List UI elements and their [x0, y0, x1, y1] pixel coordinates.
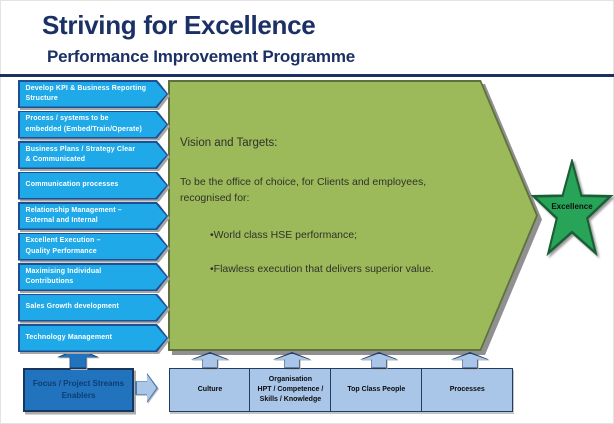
foundation-up-arrow-icon [191, 352, 229, 369]
arrow-right-icon: Excellent Execution – Quality Performanc… [18, 233, 168, 261]
work-stream-arrow: Sales Growth development [18, 294, 168, 322]
enabler-up-arrow-icon [57, 348, 99, 369]
foundation-label: Processes [449, 386, 485, 394]
page-title: Striving for Excellence [42, 10, 316, 40]
work-stream-arrow: Maximising Individual Contributions [18, 263, 168, 291]
foundation-box-processes: Processes [421, 368, 514, 412]
arrow-right-icon: Technology Management [18, 324, 168, 352]
vision-intro: To be the office of choice, for Clients … [180, 176, 427, 205]
excellence-star: Excellence [530, 159, 614, 265]
vision-text-block: Vision and Targets: To be the office of … [180, 137, 492, 275]
foundation-box-top-class-people: Top Class People [329, 368, 423, 412]
work-stream-label: Sales Growth development [25, 303, 119, 311]
work-stream-arrow: Technology Management [18, 324, 168, 352]
header-divider-line [0, 74, 614, 77]
foundation-box-culture: Culture [169, 368, 251, 412]
work-stream-label: Business Plans / Strategy Clear & Commun… [25, 145, 136, 163]
arrow-right-icon: Process / systems to be embedded (Embed/… [18, 111, 168, 139]
pentagon-shape: Vision and Targets: To be the office of … [168, 80, 538, 351]
work-stream-label: Maximising Individual Contributions [25, 267, 102, 285]
foundation-box-organisation: Organisation HPT / Competence / Skills /… [249, 368, 332, 412]
work-stream-label: Process / systems to be embedded (Embed/… [25, 115, 143, 133]
foundation-label: Top Class People [347, 386, 406, 394]
work-stream-arrow: Communication processes [18, 172, 168, 200]
vision-bullet: •Flawless execution that delivers superi… [210, 262, 434, 275]
foundation-label: Organisation HPT / Competence / Skills /… [257, 376, 324, 403]
star-icon [530, 159, 614, 257]
enablers-label: Focus / Project Streams Enablers [32, 379, 125, 400]
foundation-up-arrow-icon [451, 352, 489, 369]
work-stream-arrow: Excellent Execution – Quality Performanc… [18, 233, 168, 261]
work-stream-label: Excellent Execution – Quality Performanc… [25, 237, 101, 255]
work-streams-list: Develop KPI & Business Reporting Structu… [18, 80, 168, 352]
page-subtitle: Performance Improvement Programme [47, 47, 356, 66]
foundation-up-arrow-icon [360, 352, 398, 369]
work-stream-arrow: Develop KPI & Business Reporting Structu… [18, 80, 168, 108]
foundations-row: Culture Organisation HPT / Competence / … [169, 368, 514, 412]
vision-heading: Vision and Targets: [180, 137, 278, 149]
arrow-right-icon: Communication processes [18, 172, 168, 200]
vision-bullet: •World class HSE performance; [210, 228, 358, 241]
arrow-right-icon: Develop KPI & Business Reporting Structu… [18, 80, 168, 108]
work-stream-label: Relationship Management – External and I… [25, 206, 122, 224]
arrow-right-icon: Sales Growth development [18, 294, 168, 322]
foundation-up-arrow-icon [273, 352, 311, 369]
arrow-right-icon: Relationship Management – External and I… [18, 202, 168, 230]
foundation-label: Culture [197, 386, 223, 394]
enablers-box: Focus / Project Streams Enablers [23, 368, 134, 412]
work-stream-label: Communication processes [25, 181, 119, 189]
enabler-right-arrow-icon [135, 373, 158, 403]
vision-pentagon: Vision and Targets: To be the office of … [168, 80, 538, 351]
work-stream-arrow: Business Plans / Strategy Clear & Commun… [18, 141, 168, 169]
arrow-right-icon: Business Plans / Strategy Clear & Commun… [18, 141, 168, 169]
work-stream-label: Develop KPI & Business Reporting Structu… [25, 84, 147, 102]
arrow-right-icon: Maximising Individual Contributions [18, 263, 168, 291]
work-stream-arrow: Relationship Management – External and I… [18, 202, 168, 230]
star-label: Excellence [551, 202, 593, 212]
work-stream-label: Technology Management [25, 333, 113, 341]
work-stream-arrow: Process / systems to be embedded (Embed/… [18, 111, 168, 139]
